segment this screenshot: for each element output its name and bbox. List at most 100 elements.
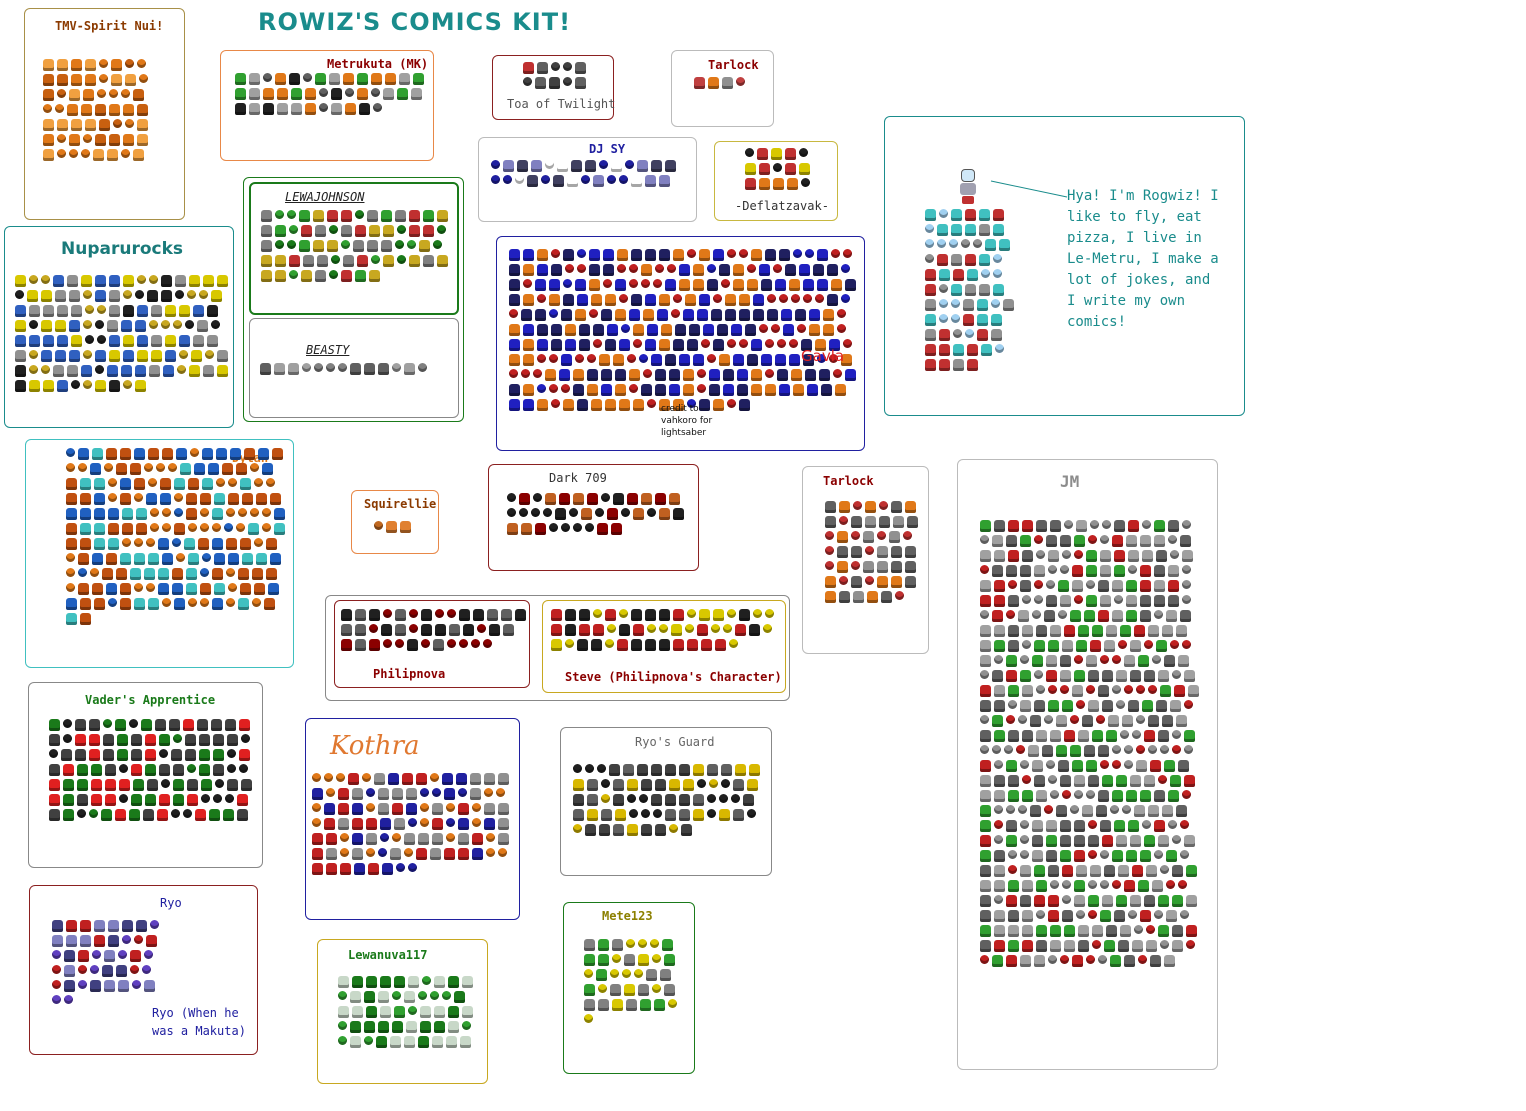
sprite-piece (327, 240, 338, 252)
sprite-piece (1050, 790, 1059, 799)
sprite-piece (189, 275, 200, 287)
sprite-piece (312, 863, 323, 875)
sprite-piece (272, 448, 283, 460)
sprite-piece (839, 501, 850, 513)
sprite-piece (83, 290, 92, 299)
sprite-piece (338, 976, 349, 988)
sprite-piece (631, 294, 642, 306)
sprite-piece (825, 531, 834, 540)
sprite-piece (619, 175, 628, 184)
sprite-piece (1114, 595, 1123, 604)
sprite-piece (1182, 520, 1191, 529)
sprite-piece (162, 553, 173, 565)
sprite-piece (151, 335, 162, 347)
sprite-piece (291, 88, 302, 100)
sprite-piece (186, 568, 197, 580)
sprite-piece (15, 365, 26, 377)
sprite-piece (275, 73, 286, 85)
sprite-piece (95, 380, 106, 392)
panel-beasty: BEASTY (249, 318, 459, 418)
sprite-piece (1048, 640, 1059, 652)
sprite-piece (489, 624, 500, 636)
sprite-piece (877, 561, 888, 573)
sprite-piece (66, 508, 77, 520)
sprite-piece (611, 523, 622, 535)
sprite-piece (951, 299, 960, 308)
sprite-piece (867, 591, 878, 603)
sprite-piece (416, 773, 427, 785)
sprite-piece (63, 734, 72, 743)
sprite-piece (352, 818, 363, 830)
sprite-piece (980, 595, 991, 607)
sprite-piece (629, 264, 638, 273)
sprite-piece (553, 175, 564, 187)
sprite-piece (992, 955, 1003, 967)
sprite-piece (949, 239, 958, 248)
sprite-piece (270, 493, 281, 505)
sprite-piece (537, 324, 548, 336)
sprite-piece (1022, 775, 1031, 784)
sprite-piece (1144, 670, 1155, 682)
sprite-piece (1034, 865, 1045, 877)
sprite-piece (263, 88, 274, 100)
sprite-piece (994, 760, 1003, 769)
sprite-piece (1186, 925, 1197, 937)
sprite-piece (577, 639, 588, 651)
sprite-piece (121, 89, 130, 98)
sprite-piece (1172, 745, 1181, 754)
sprite-piece (1156, 700, 1167, 712)
sprite-piece (1084, 610, 1095, 622)
sprite-piece (367, 240, 378, 252)
sprite-piece (400, 521, 411, 533)
sprite-piece (715, 639, 726, 651)
sprite-piece (751, 369, 762, 381)
sprite-piece (980, 640, 991, 652)
sprite-piece (1110, 955, 1121, 967)
sprite-piece (366, 848, 375, 857)
sprite-piece (837, 546, 848, 558)
sprite-piece (1106, 625, 1117, 637)
sprite-piece (117, 749, 128, 761)
sprite-piece (340, 848, 349, 857)
sprite-piece (994, 520, 1005, 532)
sprite-piece (357, 73, 368, 85)
sprite-piece (378, 848, 387, 857)
sprite-piece (470, 788, 481, 800)
sprite-piece (633, 339, 642, 348)
sprite-sheet (507, 493, 687, 535)
sprite-piece (995, 344, 1004, 353)
sprite-piece (197, 719, 208, 731)
sprite-piece (1086, 955, 1095, 964)
sprite-piece (1154, 520, 1165, 532)
sprite-piece (579, 624, 590, 636)
sprite-piece (364, 363, 375, 375)
sprite-piece (1008, 595, 1019, 607)
sprite-piece (1064, 940, 1075, 952)
sprite-piece (1116, 835, 1127, 847)
sprite-piece (1088, 535, 1097, 544)
sprite-piece (727, 399, 736, 408)
sprite-piece (201, 794, 210, 803)
panel-philipnova-group: Philipnova Steve (Philipnova's Character… (325, 595, 790, 701)
sprite-piece (78, 553, 89, 565)
sprite-piece (1112, 655, 1121, 664)
sprite-piece (629, 384, 638, 393)
sprite-piece (817, 249, 828, 261)
sprite-piece (905, 561, 916, 573)
sprite-piece (225, 719, 236, 731)
sprite-piece (925, 359, 936, 371)
sprite-piece (496, 788, 505, 797)
sprite-piece (617, 639, 628, 651)
sprite-piece (994, 805, 1003, 814)
sprite-piece (1136, 715, 1145, 724)
sprite-piece (15, 305, 26, 317)
sprite-piece (162, 508, 171, 517)
sprite-piece (925, 329, 936, 341)
sprite-piece (951, 224, 962, 236)
sprite-piece (641, 824, 652, 836)
sprite-piece (519, 508, 528, 517)
sprite-piece (223, 809, 234, 821)
sprite-piece (1008, 850, 1017, 859)
sprite-piece (673, 294, 682, 303)
sprite-piece (63, 764, 74, 776)
